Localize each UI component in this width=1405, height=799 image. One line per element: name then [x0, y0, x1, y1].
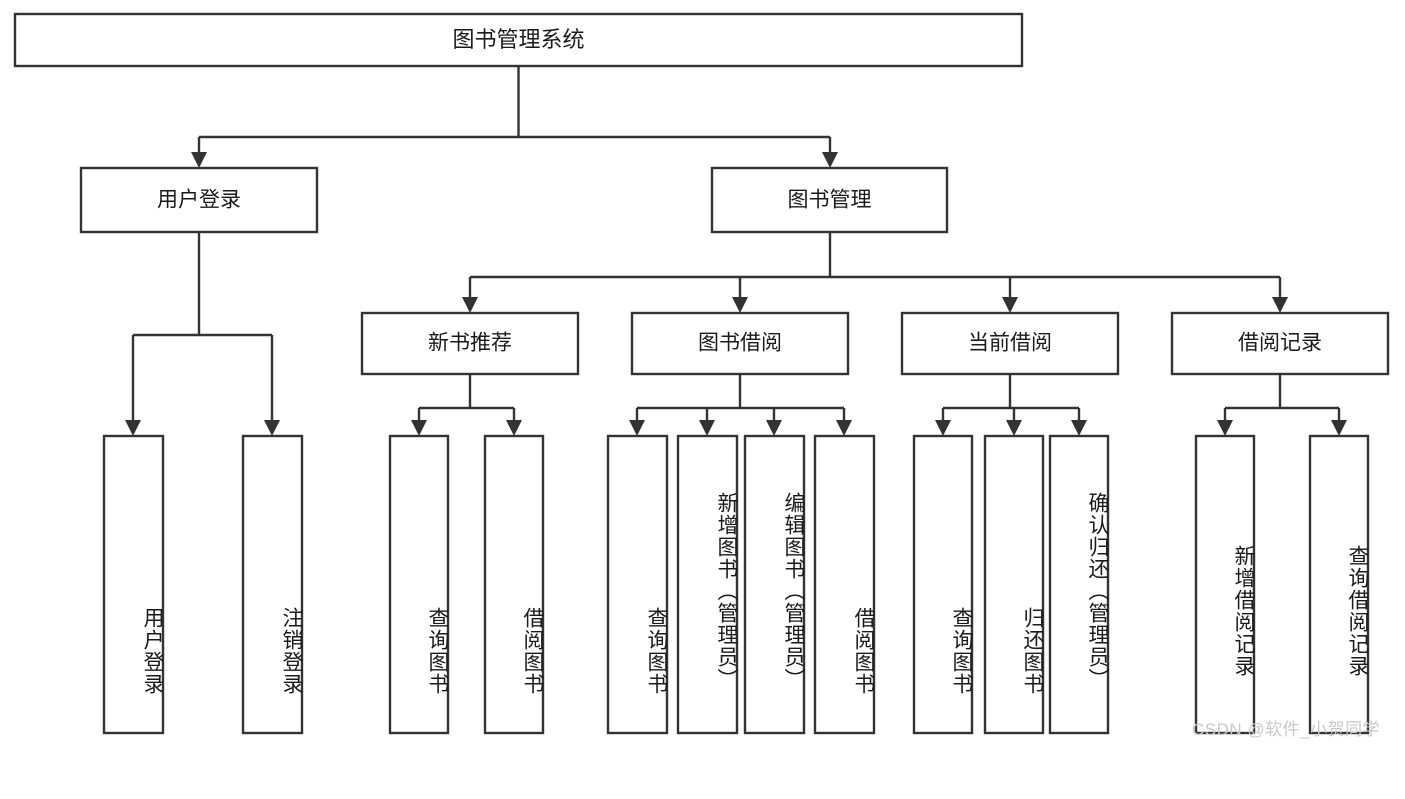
arrow-to-new-book-recommend	[462, 297, 478, 313]
flowchart-svg: 图书管理系统 用户登录 图书管理 新书推荐 图书借阅 当前借阅 借阅记录	[13, 12, 1390, 735]
arrow-to-book-borrow	[732, 297, 748, 313]
node-label-new-book-recommend: 新书推荐	[428, 332, 512, 355]
node-box-current-borrow[interactable]	[900, 311, 1120, 376]
arrow-to-leaf-query-book-3	[935, 420, 951, 436]
csdn-watermark: CSDN @软件_小贺同学	[1192, 720, 1381, 739]
arrow-to-current-borrow	[1002, 297, 1018, 313]
node-box-leaf-return-book[interactable]	[983, 434, 1045, 735]
node-box-leaf-query-record[interactable]	[1308, 434, 1370, 735]
arrow-to-leaf-query-record	[1331, 420, 1347, 436]
arrow-to-leaf-add-book	[699, 420, 715, 436]
node-box-leaf-add-book[interactable]	[676, 434, 739, 735]
nodes-group: 图书管理系统 用户登录 图书管理 新书推荐 图书借阅 当前借阅 借阅记录	[13, 12, 1390, 735]
node-label-book-manage: 图书管理	[788, 189, 872, 212]
arrow-to-leaf-query-book-1	[411, 420, 427, 436]
node-label-root: 图书管理系统	[452, 27, 584, 52]
arrow-to-leaf-edit-book	[766, 420, 782, 436]
node-box-leaf-user-login[interactable]	[102, 434, 165, 735]
arrow-to-leaf-confirm-return	[1071, 420, 1087, 436]
node-box-book-manage[interactable]	[710, 166, 949, 234]
diagram-canvas: 图书管理系统 用户登录 图书管理 新书推荐 图书借阅 当前借阅 借阅记录	[13, 12, 1390, 739]
arrow-to-leaf-query-book-2	[629, 420, 645, 436]
node-box-user-login[interactable]	[79, 166, 319, 234]
node-box-leaf-confirm-return[interactable]	[1048, 434, 1110, 735]
node-box-leaf-query-book-3[interactable]	[912, 434, 974, 735]
connectors-group	[125, 66, 1347, 436]
arrow-to-borrow-record	[1272, 297, 1288, 313]
node-box-leaf-edit-book[interactable]	[743, 434, 806, 735]
arrow-to-book-manage	[822, 152, 838, 168]
arrow-to-leaf-add-record	[1217, 420, 1233, 436]
node-box-new-book-recommend[interactable]	[360, 311, 580, 376]
node-box-leaf-borrow-book-1[interactable]	[483, 434, 545, 735]
node-box-leaf-query-book-1[interactable]	[388, 434, 450, 735]
arrow-to-user-login	[191, 152, 207, 168]
node-label-current-borrow: 当前借阅	[968, 332, 1052, 355]
node-box-leaf-user-logout[interactable]	[241, 434, 304, 735]
node-label-book-borrow: 图书借阅	[698, 332, 782, 355]
node-box-leaf-query-book-2[interactable]	[606, 434, 669, 735]
arrow-to-leaf-borrow-book-1	[506, 420, 522, 436]
node-label-user-login: 用户登录	[157, 189, 241, 212]
node-label-borrow-record: 借阅记录	[1238, 332, 1322, 355]
arrow-to-leaf-borrow-book-2	[836, 420, 852, 436]
node-box-leaf-add-record[interactable]	[1194, 434, 1256, 735]
arrow-to-leaf-return-book	[1006, 420, 1022, 436]
arrow-to-leaf-user-login	[125, 420, 141, 436]
node-box-root[interactable]	[13, 12, 1024, 68]
node-box-book-borrow[interactable]	[630, 311, 850, 376]
arrow-to-leaf-user-logout	[264, 420, 280, 436]
node-box-borrow-record[interactable]	[1170, 311, 1390, 376]
node-box-leaf-borrow-book-2[interactable]	[813, 434, 876, 735]
